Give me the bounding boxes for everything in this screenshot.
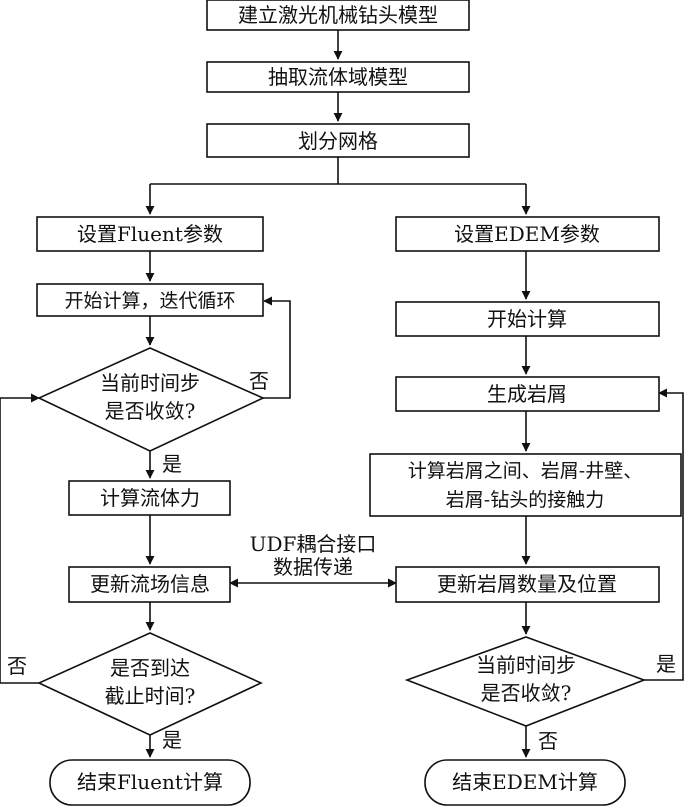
node-edem-converge: 当前时间步 是否收敛? [404,636,647,727]
node-build-model: 建立激光机械钻头模型 [206,0,470,31]
svg-text:当前时间步: 当前时间步 [476,653,576,677]
svg-text:结束EDEM计算: 结束EDEM计算 [452,770,598,794]
arrow-fluent-no-loop [263,296,291,399]
node-edem-params: 设置EDEM参数 [395,216,660,252]
label-edem-yes: 是 [656,652,676,676]
svg-text:计算岩屑之间、岩屑-井壁、: 计算岩屑之间、岩屑-井壁、 [408,460,642,482]
coupling-label-line1: UDF耦合接口 [250,532,377,556]
svg-text:是否到达: 是否到达 [110,656,190,680]
label-end-no: 否 [7,654,27,678]
node-mesh: 划分网格 [206,123,470,158]
connectors [0,30,684,758]
label-fluent-yes: 是 [162,452,182,476]
label-edem-no: 否 [538,729,558,753]
svg-text:设置Fluent参数: 设置Fluent参数 [77,222,223,246]
svg-text:是否收敛?: 是否收敛? [105,399,196,423]
svg-text:开始计算: 开始计算 [487,307,567,331]
svg-text:是否收敛?: 是否收敛? [481,681,572,705]
node-end-fluent: 结束Fluent计算 [49,759,251,806]
svg-text:设置EDEM参数: 设置EDEM参数 [454,222,600,246]
svg-text:截止时间?: 截止时间? [105,684,196,708]
node-fluent-start: 开始计算，迭代循环 [36,283,264,317]
node-contact-force: 计算岩屑之间、岩屑-井壁、 岩屑-钻头的接触力 [369,453,682,517]
svg-text:抽取流体域模型: 抽取流体域模型 [268,65,408,89]
svg-text:生成岩屑: 生成岩屑 [487,382,567,406]
svg-text:建立激光机械钻头模型: 建立激光机械钻头模型 [238,3,438,27]
label-end-yes: 是 [162,728,182,752]
arrow-edem-converge-yes-loop [644,388,684,681]
node-extract-fluid: 抽取流体域模型 [206,61,470,93]
svg-text:岩屑-钻头的接触力: 岩屑-钻头的接触力 [446,489,604,511]
node-fluent-params: 设置Fluent参数 [36,216,264,252]
svg-text:当前时间步: 当前时间步 [100,371,200,395]
svg-text:结束Fluent计算: 结束Fluent计算 [77,770,223,794]
coupling-label-line2: 数据传递 [273,555,353,579]
svg-text:更新岩屑数量及位置: 更新岩屑数量及位置 [437,572,617,596]
node-fluid-force: 计算流体力 [68,480,231,516]
node-fluent-converge: 当前时间步 是否收敛? [37,347,265,452]
node-reach-end-time: 是否到达 截止时间? [37,632,263,736]
svg-text:计算流体力: 计算流体力 [100,486,200,510]
node-edem-start: 开始计算 [395,301,660,337]
node-generate-cuttings: 生成岩屑 [395,376,660,412]
arrow-end-check-no-loop [0,393,40,684]
svg-text:划分网格: 划分网格 [298,129,378,153]
node-update-cuttings: 更新岩屑数量及位置 [395,566,660,603]
svg-text:更新流场信息: 更新流场信息 [90,572,210,596]
svg-text:开始计算，迭代循环: 开始计算，迭代循环 [64,290,235,312]
label-fluent-no: 否 [249,369,269,393]
node-update-flow: 更新流场信息 [68,566,231,603]
node-end-edem: 结束EDEM计算 [424,759,626,806]
